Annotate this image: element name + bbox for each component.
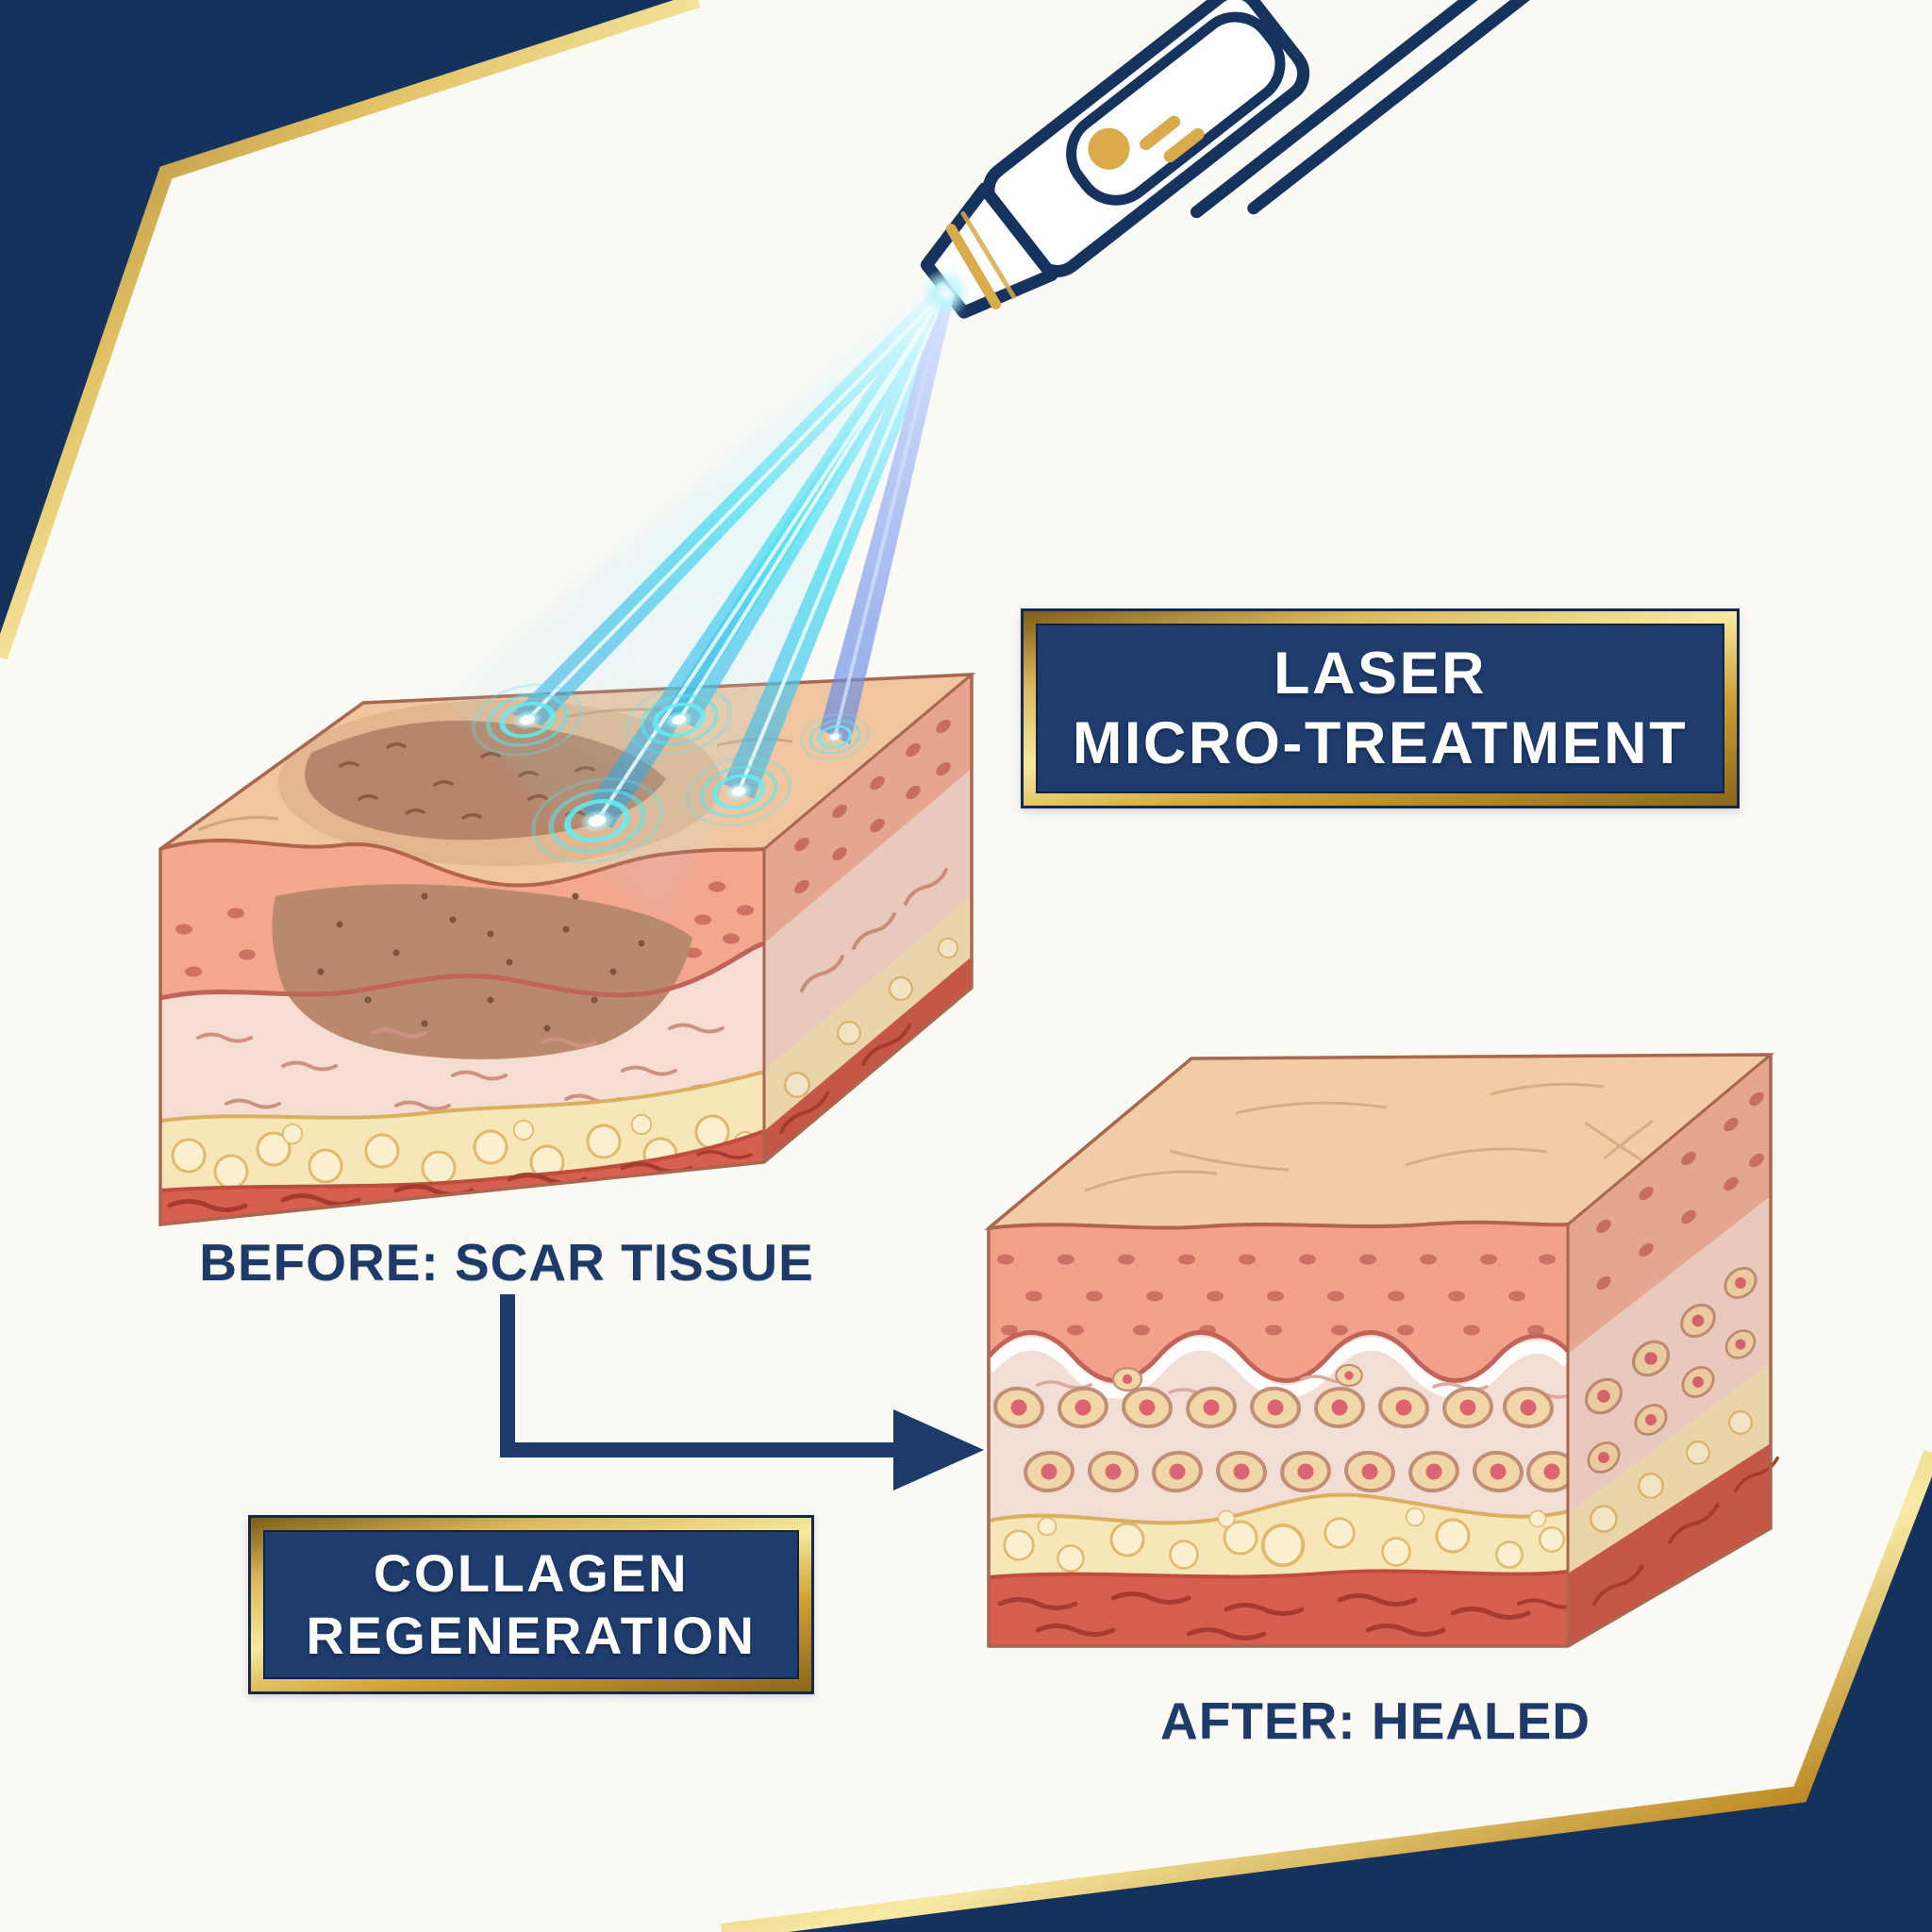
elbow-flow-arrow-icon bbox=[500, 1294, 984, 1491]
before-front-face bbox=[160, 840, 764, 1224]
frame-corner-bottom-right bbox=[720, 1449, 1932, 1932]
laser-beam-rays bbox=[443, 268, 971, 924]
skin-block-after bbox=[984, 1053, 1781, 1648]
after-muscle-layer bbox=[989, 1571, 1568, 1646]
process-line1: COLLAGEN bbox=[373, 1542, 690, 1603]
before-caption: BEFORE: SCAR TISSUE bbox=[199, 1233, 814, 1291]
frame-corner-top-left bbox=[0, 0, 701, 660]
treatment-line2: MICRO-TREATMENT bbox=[1072, 710, 1689, 776]
collagen-regeneration-label: COLLAGEN REGENERATION bbox=[248, 1515, 814, 1694]
healed-surface-marks bbox=[1084, 1082, 1654, 1192]
beam-cores bbox=[525, 289, 948, 823]
scar-front-speckles bbox=[317, 892, 645, 1032]
before-muscle-layer bbox=[160, 1131, 764, 1224]
treatment-line1: LASER bbox=[1273, 640, 1488, 707]
device-power-button bbox=[1088, 127, 1130, 170]
after-caption: AFTER: HEALED bbox=[1159, 1691, 1591, 1750]
laser-micro-treatment-label: LASER MICRO-TREATMENT bbox=[1021, 608, 1740, 808]
scar-patch-front bbox=[272, 884, 692, 1059]
after-side-face bbox=[1568, 1055, 1781, 1646]
laser-micro-treatment-label-text: LASER MICRO-TREATMENT bbox=[1036, 624, 1724, 793]
after-front-face bbox=[989, 1222, 1568, 1646]
before-side-face bbox=[764, 675, 972, 1162]
process-line2: REGENERATION bbox=[306, 1606, 757, 1665]
skin-block-before bbox=[158, 673, 976, 1226]
collagen-regeneration-label-text: COLLAGEN REGENERATION bbox=[263, 1530, 799, 1679]
